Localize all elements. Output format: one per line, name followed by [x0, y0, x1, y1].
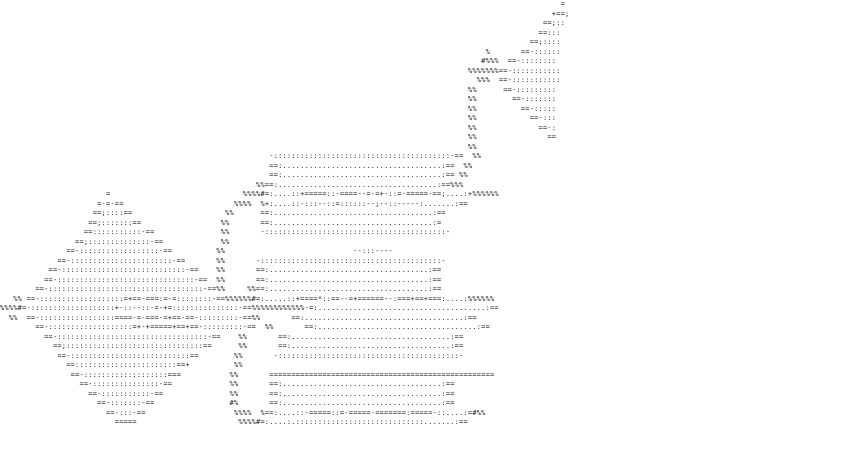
ascii-flowchart-art: = +==; — [0, 0, 570, 426]
